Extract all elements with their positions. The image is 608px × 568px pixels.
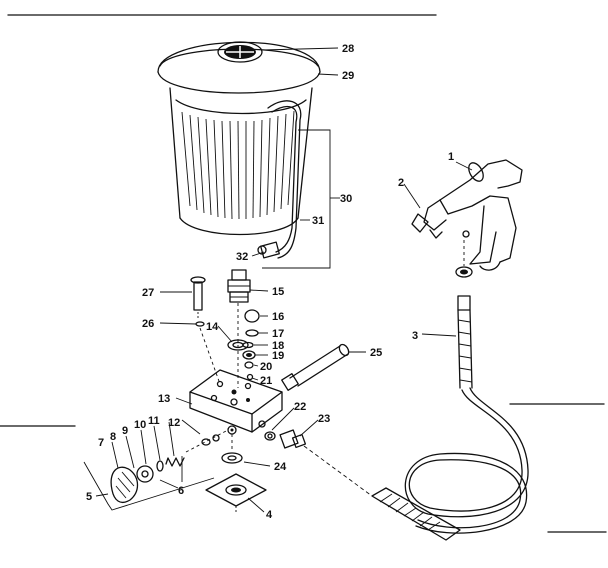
part-label: 2 [398, 177, 404, 189]
tube-fitting [257, 241, 280, 259]
hopper-bucket [157, 41, 321, 236]
part-label: 7 [98, 437, 104, 449]
extension-pipe [281, 343, 350, 391]
part-label: 8 [110, 431, 116, 443]
page-rules [0, 14, 607, 533]
part-label: 15 [272, 286, 284, 298]
part-label: 3 [412, 330, 418, 342]
part-label: 19 [272, 350, 284, 362]
part-label: 6 [178, 485, 184, 497]
part-label: 16 [272, 311, 284, 323]
leader-lines [95, 47, 473, 513]
part-label: 22 [294, 401, 306, 413]
part-labels: 1 2 3 4 5 6 7 8 9 10 11 12 13 14 15 16 1… [86, 43, 454, 521]
part-label: 4 [266, 509, 273, 521]
spray-hose [371, 295, 529, 541]
part-label: 13 [158, 393, 170, 405]
part-label: 31 [312, 215, 324, 227]
part-label: 26 [142, 318, 154, 330]
part-label: 25 [370, 347, 382, 359]
manifold-block [189, 303, 283, 450]
part-label: 30 [340, 193, 352, 205]
suction-tube [267, 100, 302, 259]
part-label: 32 [236, 251, 248, 263]
part-label: 14 [206, 321, 219, 333]
part-label: 1 [448, 151, 454, 163]
part-label: 18 [272, 340, 284, 352]
valve-assembly [83, 429, 229, 511]
part-label: 23 [318, 413, 330, 425]
part-label: 17 [272, 328, 284, 340]
spray-gun [411, 159, 523, 278]
outlet-fitting [227, 269, 251, 303]
part-label: 28 [342, 43, 354, 55]
assembly-bracket-30 [262, 129, 340, 269]
part-label: 24 [274, 461, 287, 473]
part-label: 29 [342, 70, 354, 82]
bolt [190, 276, 206, 327]
gasket-24 [221, 452, 243, 464]
part-label: 11 [148, 415, 160, 427]
part-label: 10 [134, 419, 146, 431]
part-label: 9 [122, 425, 128, 437]
part-label: 27 [142, 287, 154, 299]
hose-fittings [264, 429, 373, 497]
part-label: 12 [168, 417, 180, 429]
part-label: 5 [86, 491, 92, 503]
part-label: 20 [260, 361, 272, 373]
base-plate [205, 473, 267, 514]
part-label: 21 [260, 375, 272, 387]
